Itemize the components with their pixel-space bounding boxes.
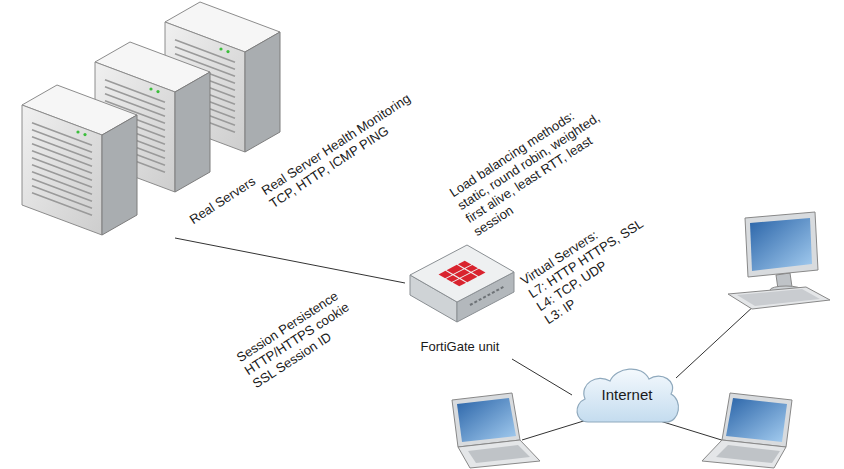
feature-note: static, round robin, weighted, xyxy=(455,110,603,213)
keyboard-keys xyxy=(737,289,820,306)
cloud-node: Internet xyxy=(572,362,682,428)
laptop xyxy=(702,393,792,468)
desktop-computer xyxy=(728,212,830,309)
laptop-base xyxy=(458,440,540,468)
monitor-screen xyxy=(750,218,812,271)
node-label: FortiGate unit xyxy=(421,339,500,354)
node-label: Real Servers xyxy=(187,173,258,227)
laptop-keys xyxy=(716,445,780,463)
device-node: FortiGate unit xyxy=(405,245,515,359)
client-wires xyxy=(522,304,756,442)
fortigate-device xyxy=(410,245,514,322)
network-link xyxy=(512,359,572,395)
laptop-lid xyxy=(452,393,520,447)
monitor-bezel xyxy=(745,212,818,277)
cloud-shape xyxy=(577,369,678,422)
server-tower xyxy=(22,85,137,235)
client-wire xyxy=(660,421,728,442)
client-wire xyxy=(522,419,590,440)
keyboard xyxy=(728,287,830,309)
laptop-lid xyxy=(722,393,792,447)
network-link xyxy=(175,238,405,283)
device-top xyxy=(410,245,514,302)
feature-note: Real Server Health Monitoring xyxy=(259,91,413,198)
fortinet-logo xyxy=(439,261,486,287)
node-label: Internet xyxy=(602,386,653,404)
laptop-keys xyxy=(468,445,530,463)
laptop-screen xyxy=(457,398,516,442)
laptop-base xyxy=(702,440,786,468)
port-row xyxy=(470,286,505,305)
server-group: Real Servers xyxy=(18,0,282,238)
laptop-screen xyxy=(726,398,787,442)
client-wire xyxy=(676,304,756,378)
laptop xyxy=(452,393,540,468)
